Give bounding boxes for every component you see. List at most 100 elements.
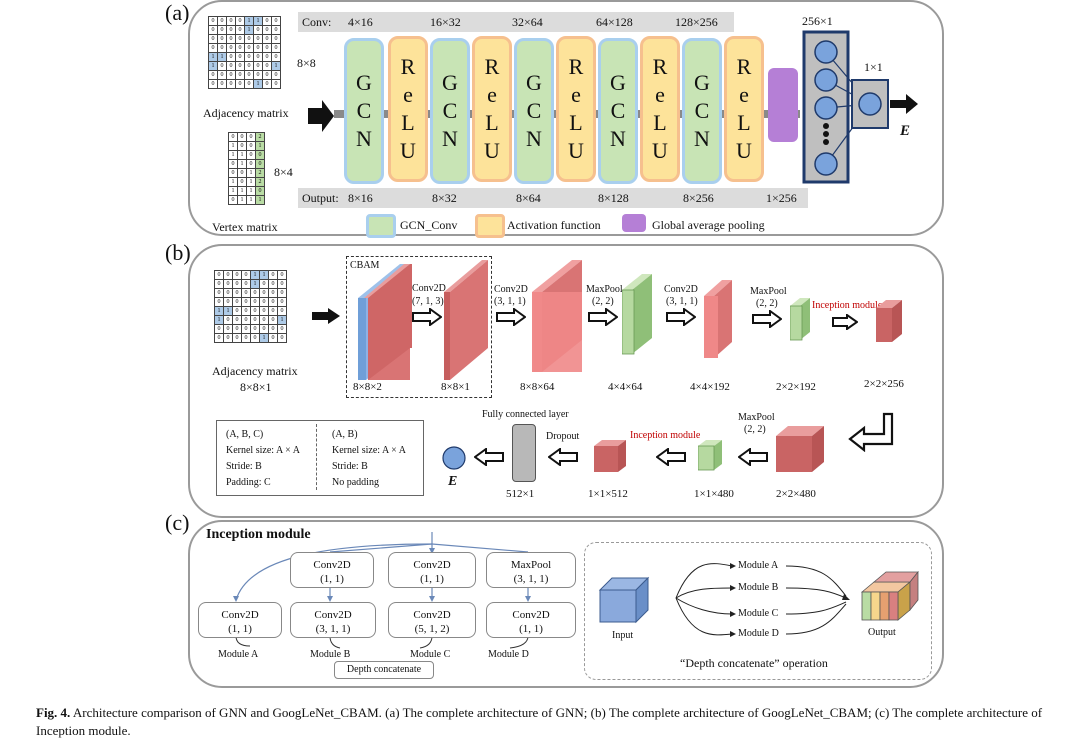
- matrix-cell: 1: [245, 26, 254, 35]
- matrix-cell: 1: [256, 196, 265, 205]
- matrix-cell: 0: [227, 53, 236, 62]
- matrix-cell: 1: [229, 151, 238, 160]
- block-1x1x480: [698, 440, 722, 471]
- matrix-cell: 1: [238, 187, 247, 196]
- matrix-cell: 0: [263, 44, 272, 53]
- input-arrow-b: [312, 308, 340, 324]
- legend-gcn-swatch: [366, 214, 396, 238]
- output-banner: [298, 188, 808, 208]
- cbam-layers: [358, 264, 412, 380]
- matrix-cell: 0: [247, 133, 256, 142]
- matrix-cell: 0: [215, 280, 224, 289]
- top-box-3-params: (3, 1, 1): [513, 573, 549, 585]
- vertex-size: 8×4: [274, 165, 293, 179]
- matrix-cell: 0: [236, 17, 245, 26]
- matrix-cell: 0: [245, 71, 254, 80]
- matrix-cell: 0: [233, 334, 242, 343]
- matrix-cell: 0: [256, 160, 265, 169]
- matrix-cell: 0: [278, 280, 287, 289]
- depth-op-box: [584, 542, 932, 680]
- legend-activation-swatch: [475, 214, 505, 238]
- matrix-cell: 1: [260, 334, 269, 343]
- fc-layer-label: Fully connected layer: [482, 409, 569, 420]
- matrix-cell: 0: [269, 307, 278, 316]
- matrix-cell: 1: [215, 307, 224, 316]
- matrix-cell: 0: [236, 71, 245, 80]
- matrix-cell: 1: [224, 307, 233, 316]
- matrix-cell: 1: [229, 178, 238, 187]
- conv-banner: [298, 12, 734, 32]
- pool2-label: MaxPool: [750, 286, 787, 297]
- matrix-cell: 0: [215, 334, 224, 343]
- matrix-cell: 0: [263, 53, 272, 62]
- bottom-box-b: Conv2D(3, 1, 1): [290, 602, 376, 638]
- energy-output-b: E: [448, 474, 458, 489]
- matrix-cell: 0: [236, 53, 245, 62]
- matrix-cell: 0: [242, 271, 251, 280]
- matrix-cell: 0: [251, 334, 260, 343]
- bottom-box-b-title: Conv2D: [314, 609, 352, 621]
- matrix-cell: 1: [238, 160, 247, 169]
- pool3-params: (2, 2): [744, 424, 766, 435]
- size-1x1x512: 1×1×512: [588, 488, 628, 500]
- block-letter: L: [569, 110, 583, 135]
- matrix-cell: 0: [269, 316, 278, 325]
- matrix-cell: 0: [229, 169, 238, 178]
- bottom-box-d-title: Conv2D: [512, 609, 550, 621]
- matrix-cell: 0: [272, 26, 281, 35]
- matrix-cell: 0: [254, 26, 263, 35]
- conv-dim-1: 4×16: [348, 15, 373, 29]
- matrix-cell: 0: [236, 26, 245, 35]
- legend-pooling-label: Global average pooling: [652, 218, 765, 232]
- module-a-label: Module A: [218, 649, 259, 660]
- block-letter: R: [484, 54, 500, 79]
- matrix-cell: 0: [272, 80, 281, 89]
- matrix-cell: 0: [209, 44, 218, 53]
- matrix-cell: 0: [227, 62, 236, 71]
- out-dim-5: 8×256: [683, 191, 714, 205]
- block-letter: U: [652, 138, 668, 163]
- matrix-cell: 0: [233, 325, 242, 334]
- matrix-cell: 1: [215, 316, 224, 325]
- output-tensor: [860, 570, 919, 621]
- block-letter: N: [356, 126, 372, 151]
- size-2x2x192: 2×2×192: [776, 381, 816, 393]
- matrix-cell: 0: [209, 35, 218, 44]
- bottom-box-d-params: (1, 1): [519, 623, 543, 635]
- top-box-1-title: Conv2D: [313, 559, 351, 571]
- matrix-cell: 0: [224, 325, 233, 334]
- matrix-cell: 0: [242, 334, 251, 343]
- matrix-cell: 1: [278, 316, 287, 325]
- hollow-arrow-8: [656, 448, 686, 466]
- matrix-cell: 1: [218, 53, 227, 62]
- matrix-cell: 1: [247, 169, 256, 178]
- conv-dim-3: 32×64: [512, 15, 543, 29]
- size-1x1x480: 1×1×480: [694, 488, 734, 500]
- bottom-box-c: Conv2D(5, 1, 2): [388, 602, 476, 638]
- matrix-cell: 0: [263, 71, 272, 80]
- matrix-cell: 0: [209, 80, 218, 89]
- matrix-cell: 0: [278, 307, 287, 316]
- matrix-cell: 0: [245, 35, 254, 44]
- matrix-cell: 0: [269, 298, 278, 307]
- panel-c-label: (c): [165, 510, 190, 535]
- block-letter: G: [610, 70, 626, 95]
- block-2x2x192: [790, 298, 810, 341]
- block-letter: G: [526, 70, 542, 95]
- matrix-cell: 0: [236, 35, 245, 44]
- matrix-cell: 0: [229, 160, 238, 169]
- matrix-cell: 0: [209, 71, 218, 80]
- fc-block: [802, 30, 918, 184]
- matrix-cell: 1: [238, 151, 247, 160]
- global-pooling-block: [768, 68, 798, 142]
- legend-right-3: Stride: B: [332, 461, 368, 472]
- matrix-cell: 0: [263, 26, 272, 35]
- matrix-cell: 0: [260, 307, 269, 316]
- matrix-cell: 1: [245, 17, 254, 26]
- matrix-cell: 0: [238, 178, 247, 187]
- output-node-b: [442, 446, 466, 470]
